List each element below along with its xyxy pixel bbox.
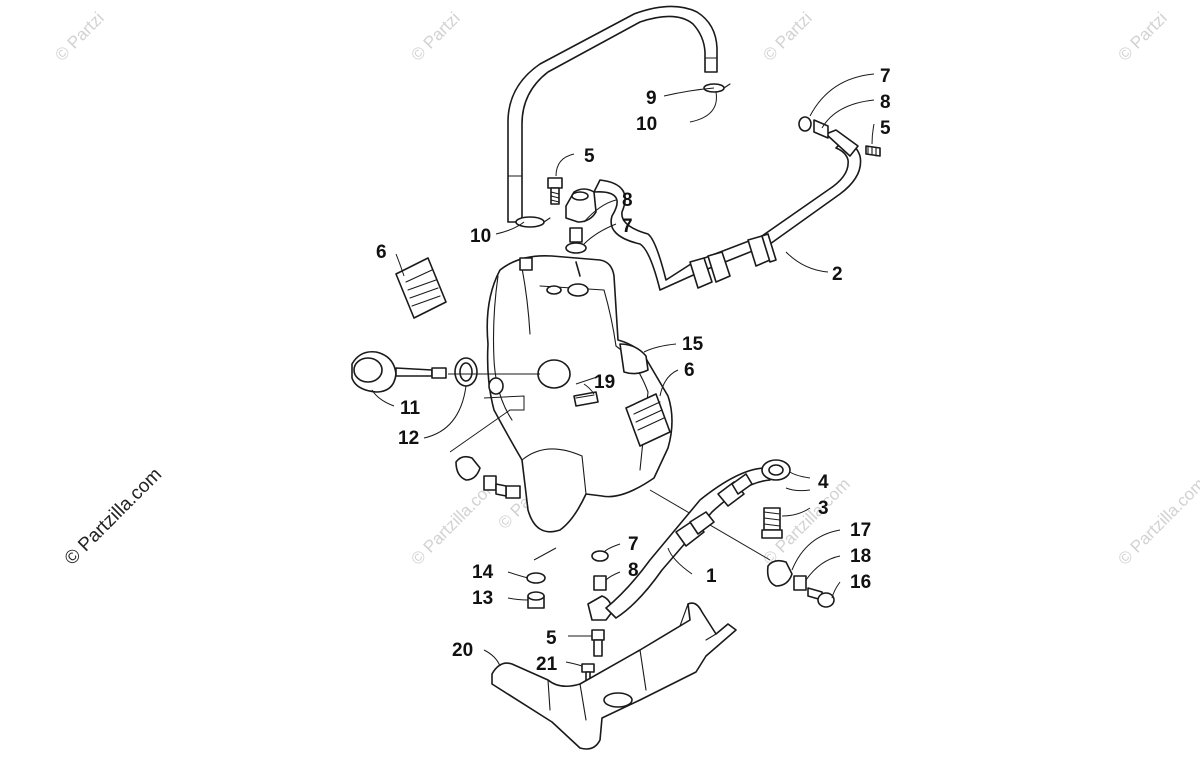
- o-ring-7-lower: [591, 550, 609, 562]
- decal-6-right: [625, 393, 671, 447]
- skid-plate-20: [491, 602, 737, 750]
- banjo-fitting-right: [761, 459, 791, 481]
- callout-7-upper: 7: [622, 216, 633, 237]
- callout-14: 14: [472, 562, 494, 583]
- watermark-tile: © Partzi: [51, 8, 107, 64]
- gasket-12: [454, 357, 478, 387]
- o-ring-7: [565, 242, 587, 254]
- side-watermark: © Partzilla.com: [61, 464, 166, 569]
- hose-clamp-top: [703, 83, 731, 93]
- callouts: 9 10 7 8 5 5 8 7 10 6 2 15 6 19 11 12 4 …: [376, 66, 891, 675]
- fuel-level-sensor-15: [619, 343, 649, 375]
- spacer-18: [793, 575, 807, 591]
- callout-13: 13: [472, 588, 493, 609]
- fuel-tank: [486, 254, 673, 533]
- callout-10-left: 10: [470, 226, 491, 247]
- callout-18: 18: [850, 546, 871, 567]
- callout-6-left: 6: [376, 242, 387, 263]
- callout-21: 21: [536, 654, 558, 675]
- callout-6-right: 6: [684, 360, 695, 381]
- decal-6-left: [395, 257, 447, 319]
- watermark-tile: © Partzi: [407, 8, 463, 64]
- callout-17: 17: [850, 520, 871, 541]
- bolt-5: [547, 177, 563, 205]
- callout-7-lower: 7: [628, 534, 639, 555]
- callout-11: 11: [400, 398, 421, 419]
- callout-1: 1: [706, 566, 717, 587]
- callout-8-upper: 8: [622, 190, 633, 211]
- callout-20: 20: [452, 640, 473, 661]
- hose-clamp-left: [515, 216, 551, 228]
- washer-8-lower: [593, 575, 607, 591]
- watermark-tile: © Partzilla.com: [1114, 474, 1200, 568]
- nut-13: [527, 591, 545, 609]
- callout-9: 9: [646, 88, 657, 109]
- callout-5-top-right: 5: [880, 118, 891, 139]
- bolt-5-lower: [591, 629, 605, 657]
- grommet-left: [455, 455, 521, 499]
- grommet-17: [766, 559, 793, 587]
- washer-14: [526, 572, 546, 584]
- leader-lines: [371, 73, 875, 667]
- watermark-tile: © Partzi: [1114, 8, 1170, 64]
- watermark-tile: © Partzi: [759, 8, 815, 64]
- callout-10-top: 10: [636, 114, 657, 135]
- callout-12: 12: [398, 428, 419, 449]
- callout-7-top: 7: [880, 66, 891, 87]
- callout-8-top: 8: [880, 92, 891, 113]
- fuel-cap-11: [351, 350, 447, 393]
- callout-16: 16: [850, 572, 871, 593]
- callout-5-upper: 5: [584, 146, 595, 167]
- fuel-line-upper: [593, 129, 862, 291]
- callout-3: 3: [818, 498, 829, 519]
- vent-hose: [507, 5, 718, 223]
- callout-4: 4: [818, 472, 829, 493]
- callout-2: 2: [832, 264, 843, 285]
- callout-15: 15: [682, 334, 704, 355]
- callout-5-lower: 5: [546, 628, 557, 649]
- fuel-line-lower: [605, 467, 771, 619]
- callout-8-lower: 8: [628, 560, 639, 581]
- banjo-bolt-3: [761, 507, 783, 539]
- callout-19: 19: [594, 372, 615, 393]
- bolt-16: [807, 587, 835, 608]
- washer-8: [569, 227, 583, 243]
- banjo-fitting-upper: [565, 188, 597, 223]
